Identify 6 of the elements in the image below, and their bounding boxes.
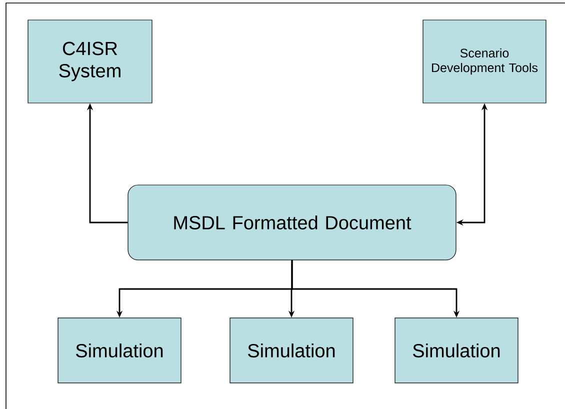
system-box: C4ISR System <box>28 20 152 104</box>
tools-box: Scenario Development Tools <box>422 20 546 104</box>
simulation-box: Simulation <box>394 318 518 384</box>
document-box: MSDL Formatted Document <box>128 184 456 260</box>
simulation-box: Simulation <box>58 318 182 384</box>
simulation-box: Simulation <box>230 318 354 384</box>
